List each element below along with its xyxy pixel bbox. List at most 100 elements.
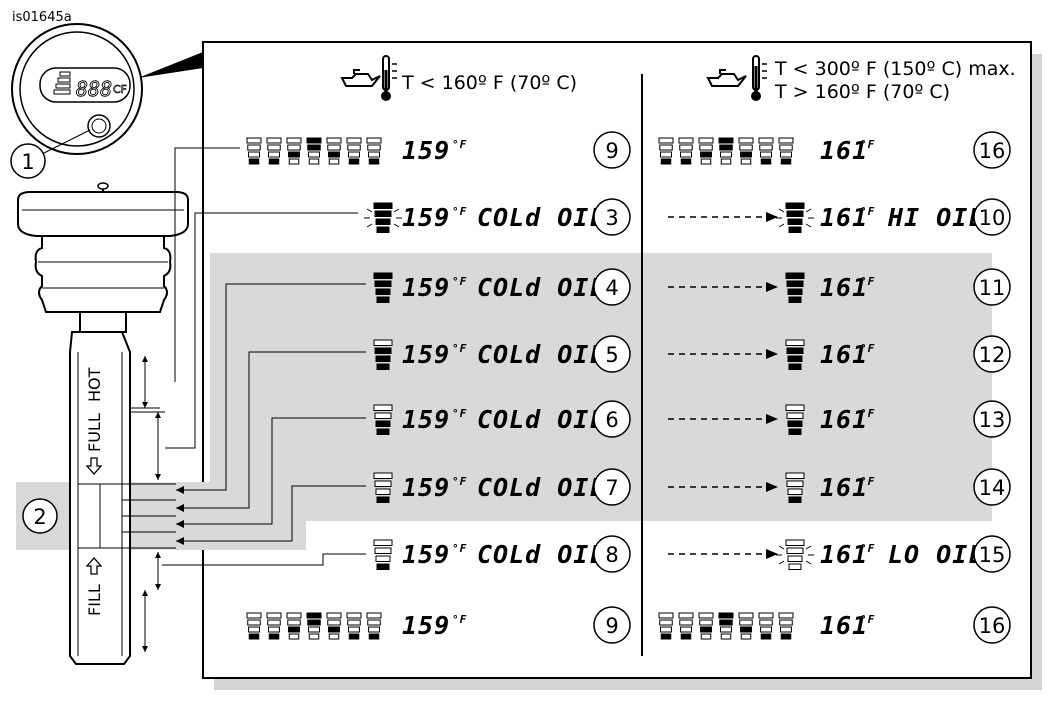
step-circle [593, 468, 631, 506]
step-circle [593, 606, 631, 644]
step-circle [593, 535, 631, 573]
level-bar [373, 472, 393, 479]
cycle-bar [346, 137, 362, 144]
temperature-unit: °F [452, 475, 467, 488]
cycle-bar [698, 612, 714, 619]
flash-line [393, 208, 400, 213]
step-number: 9 [605, 614, 618, 638]
temperature-unit: °F [860, 475, 875, 488]
level-bar [376, 496, 390, 503]
cycle-bar [740, 633, 752, 640]
cycle-bar [660, 151, 672, 158]
level-bar [374, 547, 392, 554]
level-bar [376, 428, 390, 435]
step-number: 6 [605, 408, 618, 432]
cycle-bar [680, 151, 692, 158]
temperature-readout: 159 [402, 136, 450, 165]
arrowhead [155, 412, 161, 418]
cycle-bar [327, 619, 341, 626]
level-indicator-icon [785, 339, 805, 370]
cycle-bar [288, 626, 300, 633]
cycle-bar [286, 137, 302, 144]
level-bar [375, 288, 391, 295]
callout-1-label: 1 [21, 150, 34, 174]
level-bar [376, 226, 390, 233]
cycle-bar [780, 158, 792, 165]
cycle-bar [348, 158, 360, 165]
step-number: 16 [979, 614, 1006, 638]
temperature-unit: °F [452, 342, 467, 355]
step-circle [593, 400, 631, 438]
header-left: T < 160º F (70º C) [340, 55, 577, 101]
level-bar [376, 363, 390, 370]
temperature-readout: 161 [820, 611, 868, 640]
arrowhead [142, 590, 148, 596]
temperature-unit: °F [452, 138, 467, 151]
cycle-bar [699, 619, 713, 626]
temperature-unit: °F [860, 542, 875, 555]
message-readout: COLd OIL [477, 203, 605, 232]
callout-1-leader [37, 129, 91, 157]
level-bar [375, 555, 391, 562]
flash-line [805, 208, 812, 213]
dipstick: FULL HOT FILL 2 [17, 182, 189, 665]
temperature-readout: 159 [402, 540, 450, 569]
cycle-bar [268, 633, 280, 640]
cycle-bar [780, 626, 792, 633]
cycle-bar [760, 151, 772, 158]
gauge-button-inner [91, 118, 107, 134]
flash-line [778, 545, 785, 550]
cycle-bar [759, 144, 773, 151]
step-number: 12 [979, 343, 1006, 367]
message-readout: HI OIL [887, 203, 984, 232]
figure-id: is01645a [12, 10, 72, 25]
level-bar [374, 210, 392, 217]
cycle-bar [326, 137, 342, 144]
cycle-bar [266, 137, 282, 144]
dashed-arrow [668, 482, 778, 492]
level-bar [375, 218, 391, 225]
cycle-bar [266, 612, 282, 619]
step-number: 4 [605, 276, 618, 300]
arrowhead [142, 356, 148, 362]
callout-wedge [138, 52, 203, 78]
level-bar [788, 428, 802, 435]
temperature-unit: °F [860, 138, 875, 151]
step-circle [973, 535, 1011, 573]
arrowhead [766, 549, 778, 559]
cycle-bar [348, 151, 360, 158]
oil-can-icon [340, 69, 381, 87]
gauge-display-units: CF [113, 83, 127, 96]
cycle-bar [366, 137, 382, 144]
step-circle [593, 335, 631, 373]
temperature-readout: 161 [820, 273, 868, 302]
cycle-bar [699, 144, 713, 151]
cycle-bar [779, 144, 793, 151]
header-right-line1: T < 300º F (150º C) max. [774, 58, 1016, 80]
leader-line [174, 147, 240, 382]
dipstick-full-text: FULL [85, 413, 104, 452]
step-number: 9 [605, 139, 618, 163]
step-number: 5 [605, 343, 618, 367]
step-number: 16 [979, 139, 1006, 163]
arrowhead [176, 504, 184, 512]
cycle-bar [248, 158, 260, 165]
cycle-bar [680, 626, 692, 633]
flash-line [366, 208, 373, 213]
cycle-bar [658, 137, 674, 144]
cycle-bar [248, 626, 260, 633]
cycle-bar [740, 158, 752, 165]
level-bar [373, 539, 393, 546]
cycle-bar [779, 619, 793, 626]
level-bar [376, 296, 390, 303]
temperature-readout: 161 [820, 340, 868, 369]
level-bar [788, 496, 802, 503]
cycle-bar [368, 633, 380, 640]
temperature-readout: 159 [402, 611, 450, 640]
cycle-bar [246, 612, 262, 619]
gauge: 888 CF 1 [10, 23, 143, 179]
